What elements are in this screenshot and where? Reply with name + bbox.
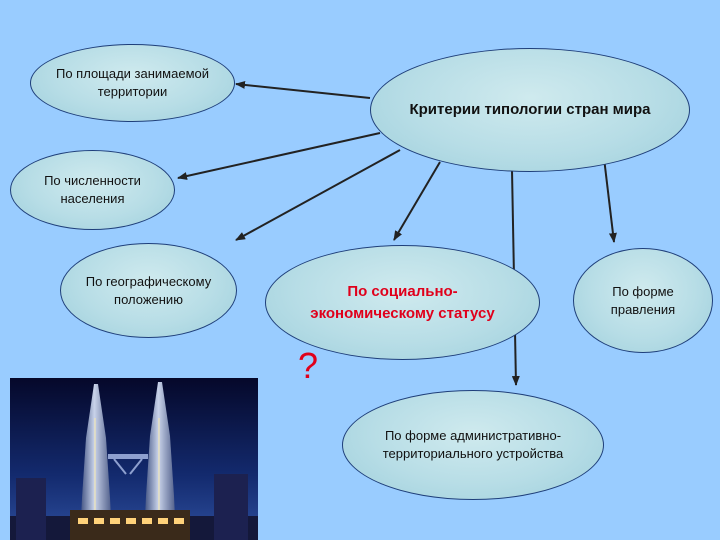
node-socioeconomic-label: По социально-экономическому статусу bbox=[310, 282, 495, 322]
arrow-to-socioeconomic bbox=[393, 161, 441, 241]
node-governance-label: По форме правления bbox=[610, 283, 676, 317]
node-geography: По географическому положению bbox=[60, 243, 237, 338]
node-geography-label: По географическому положению bbox=[85, 273, 212, 307]
arrow-to-governance bbox=[603, 157, 617, 243]
node-population-label: По численности населения bbox=[44, 173, 141, 206]
question-mark: ? bbox=[298, 345, 319, 386]
towers-photo bbox=[10, 378, 258, 540]
arrow-to-area bbox=[235, 80, 371, 99]
arrow-to-geography bbox=[235, 149, 401, 241]
node-population: По численности населения bbox=[10, 150, 175, 230]
node-admin: По форме административно-территориальног… bbox=[342, 390, 604, 500]
node-area-label: По площади занимаемой территории bbox=[55, 66, 210, 99]
node-center: Критерии типологии стран мира bbox=[370, 48, 690, 172]
node-center-label: Критерии типологии стран мира bbox=[409, 100, 651, 118]
node-governance: По форме правления bbox=[573, 248, 713, 353]
node-socioeconomic: По социально-экономическому статусу bbox=[265, 245, 540, 360]
arrow-to-population bbox=[177, 132, 381, 180]
node-area: По площади занимаемой территории bbox=[30, 44, 235, 122]
node-admin-label: По форме административно-территориальног… bbox=[382, 428, 564, 461]
